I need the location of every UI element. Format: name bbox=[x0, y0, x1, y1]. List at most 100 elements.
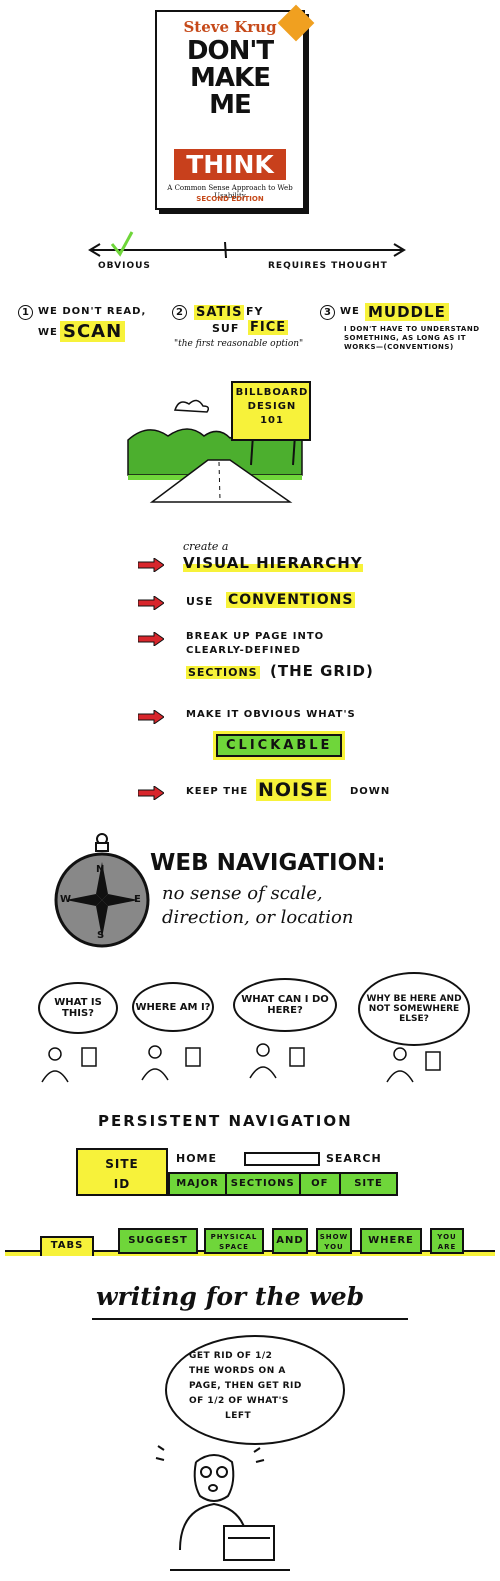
writer-icon bbox=[155, 1445, 290, 1571]
navigation-desc-line: no sense of scale, bbox=[162, 883, 323, 904]
persistent-nav-diagram: SITE ID HOME SEARCH MAJOR SECTIONS OF SI… bbox=[76, 1148, 400, 1198]
rule-pre: MAKE IT OBVIOUS WHAT'S bbox=[186, 709, 356, 720]
tab-show-you[interactable]: SHOW YOU bbox=[316, 1228, 352, 1254]
writing-quote-bubble: GET RID OF 1/2 THE WORDS ON A PAGE, THEN… bbox=[165, 1335, 345, 1445]
book-subtitle: A Common Sense Approach to Web Usability bbox=[167, 184, 293, 200]
navigation-desc-line: direction, or location bbox=[162, 907, 354, 928]
fact-text: WE bbox=[340, 306, 360, 317]
fact-3: 3 WE MUDDLE I DON'T HAVE TO UNDERSTAND S… bbox=[320, 303, 498, 375]
quote-line: GET RID OF 1/2 bbox=[189, 1351, 273, 1361]
section-tab[interactable]: OF bbox=[301, 1174, 341, 1194]
book-title: DON'T MAKE ME bbox=[157, 38, 303, 119]
tab-and[interactable]: AND bbox=[272, 1228, 308, 1254]
red-arrow-icon bbox=[138, 710, 164, 724]
fact-note: I DON'T HAVE TO UNDERSTAND SOMETHING, AS… bbox=[344, 325, 480, 351]
tab-physical-space[interactable]: PHYSICAL SPACE bbox=[204, 1228, 264, 1254]
book-title-highlight: THINK bbox=[174, 149, 286, 180]
fact-highlight: MUDDLE bbox=[365, 303, 449, 321]
fact-number: 3 bbox=[320, 305, 335, 320]
quote-line: PAGE, THEN GET RID bbox=[189, 1381, 302, 1391]
design-rule-5: KEEP THE NOISE DOWN bbox=[138, 778, 438, 812]
tab-suggest[interactable]: SUGGEST bbox=[118, 1228, 198, 1254]
fact-2: 2 SATIS FY SUF FICE "the first reasonabl… bbox=[172, 305, 322, 375]
compass-w: W bbox=[60, 894, 73, 905]
writing-underline bbox=[92, 1318, 408, 1320]
rule-post: (THE GRID) bbox=[270, 662, 374, 680]
design-rule-3: BREAK UP PAGE INTO CLEARLY-DEFINED SECTI… bbox=[138, 628, 438, 692]
quote-line: OF 1/2 OF WHAT'S bbox=[189, 1396, 289, 1406]
rule-main: SECTIONS bbox=[186, 666, 260, 679]
book-cover: Steve Krug DON'T MAKE ME THINK A Common … bbox=[155, 4, 315, 210]
scale-left-label: OBVIOUS bbox=[98, 261, 151, 271]
rule-main: CONVENTIONS bbox=[226, 592, 356, 608]
writing-title: writing for the web bbox=[96, 1282, 365, 1311]
fact-number: 2 bbox=[172, 305, 187, 320]
billboard-illustration: BILLBOARD DESIGN 101 bbox=[120, 380, 320, 505]
search-input[interactable] bbox=[244, 1152, 320, 1166]
section-tab[interactable]: SITE bbox=[354, 1178, 383, 1189]
tab-where[interactable]: WHERE bbox=[360, 1228, 422, 1254]
design-rule-2: USE CONVENTIONS bbox=[138, 592, 438, 616]
red-arrow-icon bbox=[138, 558, 164, 572]
scale-right-label: REQUIRES THOUGHT bbox=[268, 261, 388, 271]
fact-note: "the first reasonable option" bbox=[174, 339, 304, 349]
question-bubble-1: WHAT IS THIS? bbox=[38, 982, 118, 1034]
fact-text: WE DON'T READ, bbox=[38, 306, 147, 317]
quote-line: THE WORDS ON A bbox=[189, 1366, 286, 1376]
rule-pre: BREAK UP PAGE INTO CLEARLY-DEFINED bbox=[186, 631, 325, 656]
search-label: SEARCH bbox=[326, 1152, 382, 1165]
tab-you-are[interactable]: YOU ARE bbox=[430, 1228, 464, 1254]
site-id-box: SITE ID bbox=[76, 1148, 168, 1196]
site-id-line: ID bbox=[113, 1177, 131, 1191]
fact-highlight: FICE bbox=[248, 320, 289, 335]
billboard-line: DESIGN bbox=[247, 401, 297, 412]
obvious-scale: OBVIOUS REQUIRES THOUGHT bbox=[0, 228, 500, 278]
compass: N S W E bbox=[52, 832, 152, 950]
billboard-line: BILLBOARD bbox=[235, 387, 309, 398]
question-bubble-4: WHY BE HERE AND NOT SOMEWHERE ELSE? bbox=[358, 972, 470, 1046]
writing-quote: GET RID OF 1/2 THE WORDS ON A PAGE, THEN… bbox=[189, 1349, 329, 1424]
book-edition: SECOND EDITION bbox=[196, 195, 264, 203]
compass-icon bbox=[54, 833, 150, 948]
section-tab[interactable]: MAJOR bbox=[170, 1174, 227, 1194]
fact-highlight: SCAN bbox=[60, 321, 126, 342]
red-arrow-icon bbox=[138, 596, 164, 610]
red-arrow-icon bbox=[138, 786, 164, 800]
road-landscape-icon bbox=[127, 381, 311, 503]
rule-pre: USE bbox=[186, 595, 214, 608]
people-icon bbox=[41, 1043, 441, 1083]
quote-line: LEFT bbox=[225, 1411, 252, 1421]
design-rule-1: create a VISUAL HIERARCHY bbox=[138, 540, 438, 580]
rule-main: VISUAL HIERARCHY bbox=[183, 554, 363, 572]
fact-highlight: SATIS bbox=[194, 305, 245, 320]
fact-text: WE bbox=[38, 327, 58, 338]
tab-tabs[interactable]: TABS bbox=[40, 1236, 94, 1256]
home-link[interactable]: HOME bbox=[176, 1152, 218, 1165]
major-sections-bar: MAJOR SECTIONS OF SITE bbox=[168, 1172, 398, 1196]
compass-s: S bbox=[97, 930, 106, 941]
question-bubble-3: WHAT CAN I DO HERE? bbox=[233, 978, 337, 1032]
billboard-line: 101 bbox=[260, 415, 284, 426]
title-line: MAKE bbox=[190, 63, 271, 93]
rule-pre: KEEP THE bbox=[186, 786, 249, 797]
design-rule-4: MAKE IT OBVIOUS WHAT'S CLICKABLE bbox=[138, 706, 438, 766]
rule-post: DOWN bbox=[350, 786, 391, 797]
scale-line-icon bbox=[88, 231, 406, 259]
red-arrow-icon bbox=[138, 632, 164, 646]
billboard-text: BILLBOARD DESIGN 101 bbox=[234, 386, 310, 428]
title-line: ME bbox=[209, 90, 252, 120]
rule-main: NOISE bbox=[256, 779, 331, 801]
question-bubble-2: WHERE AM I? bbox=[132, 982, 214, 1032]
navigation-title: WEB NAVIGATION: bbox=[150, 850, 386, 876]
compass-e: E bbox=[134, 894, 142, 905]
fact-1: 1 WE DON'T READ, WE SCAN bbox=[18, 305, 168, 355]
compass-n: N bbox=[96, 864, 106, 875]
persistent-nav-title: PERSISTENT NAVIGATION bbox=[98, 1112, 353, 1130]
rule-main: CLICKABLE bbox=[212, 731, 346, 760]
rule-pre: create a bbox=[183, 540, 229, 553]
navigation-description: no sense of scale, direction, or locatio… bbox=[162, 882, 353, 930]
site-id-line: SITE bbox=[105, 1157, 139, 1171]
book-author: Steve Krug bbox=[183, 18, 277, 36]
section-tab[interactable]: SECTIONS bbox=[227, 1174, 301, 1194]
title-line: DON'T bbox=[186, 36, 274, 66]
